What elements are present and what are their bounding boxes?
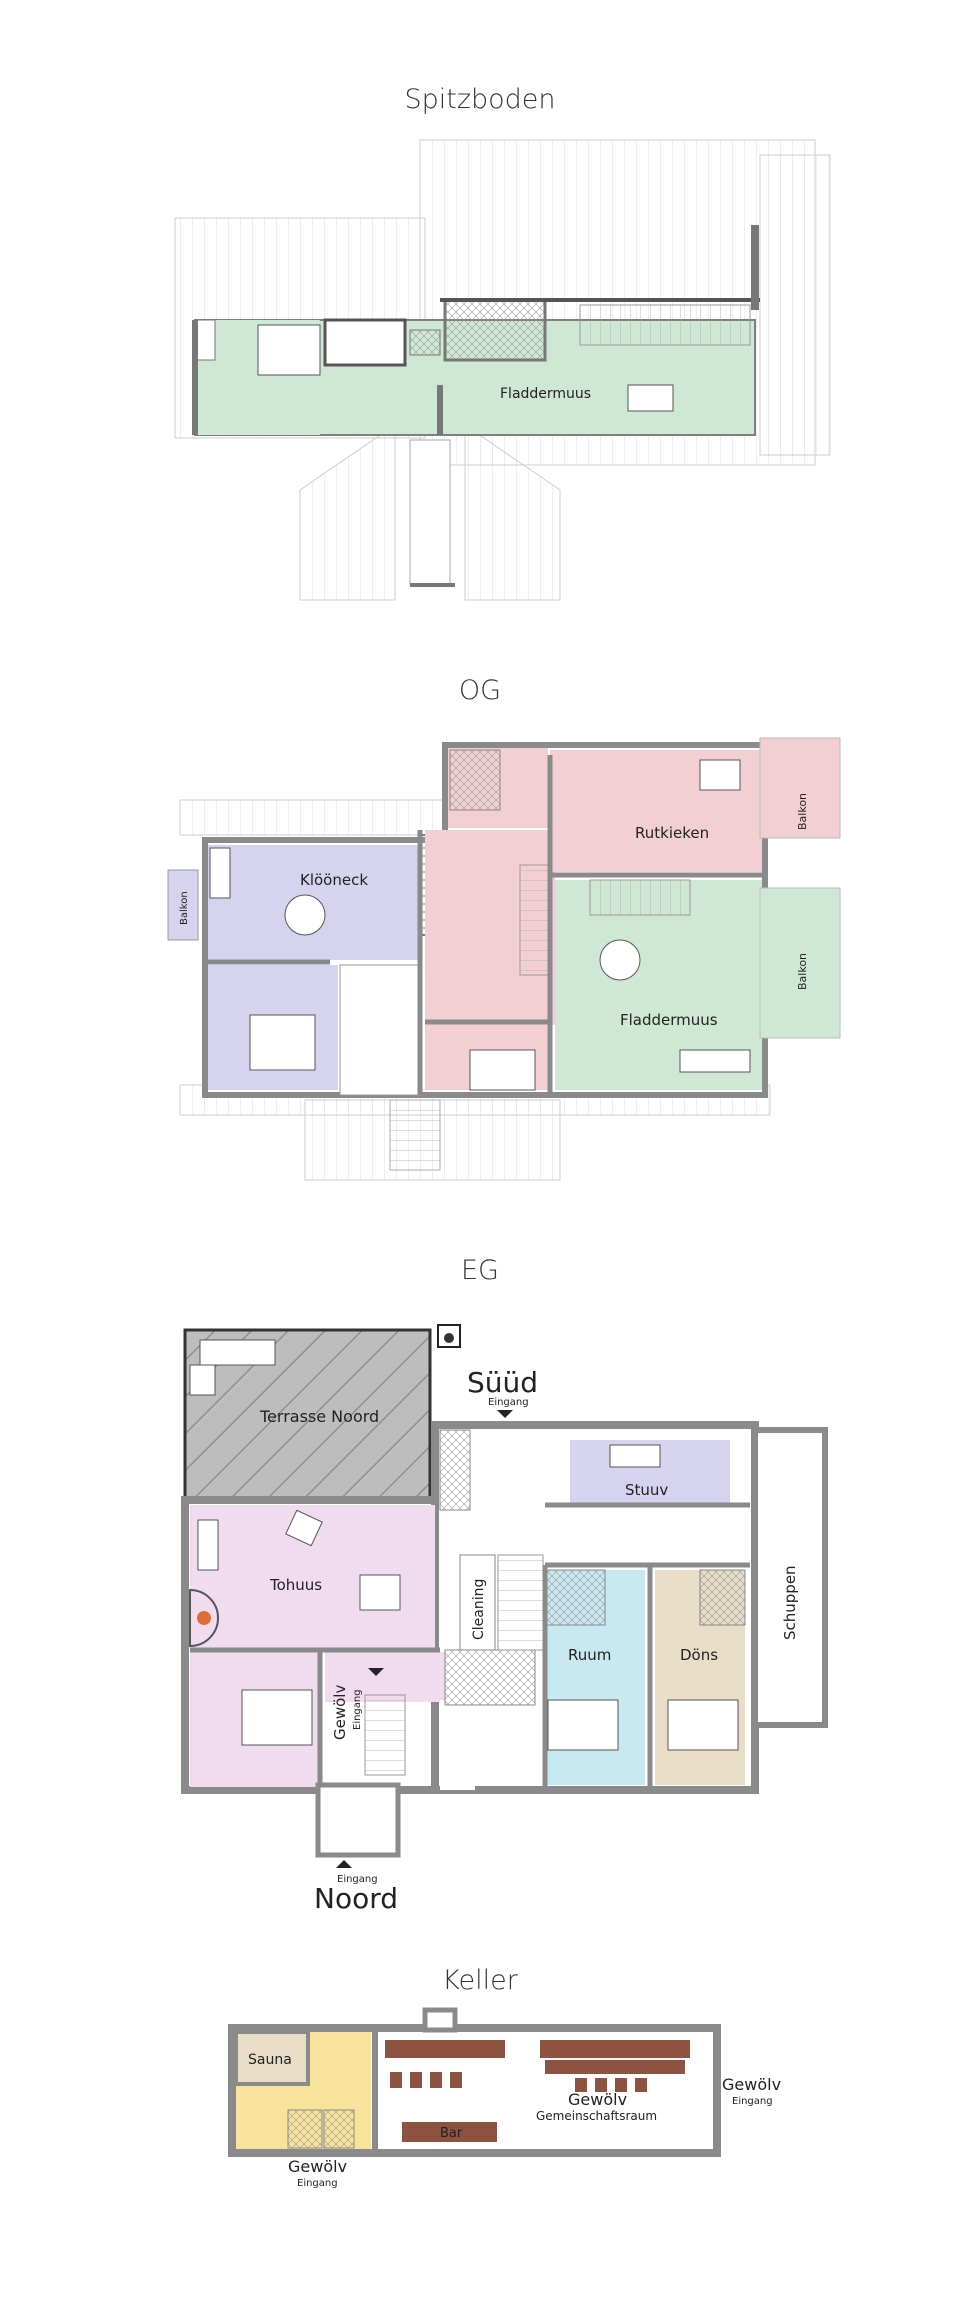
schuppen-label: Schuppen: [781, 1565, 799, 1640]
sofa-icon: [197, 1519, 219, 1571]
bench-2: [540, 2040, 690, 2058]
bed-icon: [241, 1689, 313, 1746]
gewolv-eg-eingang-label: Eingang: [352, 1689, 363, 1730]
bench-1: [385, 2040, 505, 2058]
ruum-label: Ruum: [568, 1646, 611, 1664]
eg-plan: Terrasse Noord Süüd Eingang: [181, 1324, 828, 1915]
bar-label: Bar: [440, 2126, 463, 2141]
og-title: OG: [458, 675, 502, 706]
table-icon: [359, 1574, 401, 1611]
klooneck-label: Klööneck: [300, 871, 368, 889]
eg-title: EG: [461, 1255, 499, 1286]
bar-counter: [402, 2122, 497, 2142]
sofa-icon: [209, 847, 231, 899]
cleaning-room: [459, 1554, 496, 1651]
bed-icon: [257, 324, 321, 376]
sofa-icon: [679, 1049, 751, 1073]
gemeinschaftsraum-label: Gemeinschaftsraum: [536, 2109, 657, 2123]
spitzboden-title: Spitzboden: [404, 84, 556, 115]
terrasse-label: Terrasse Noord: [259, 1407, 379, 1426]
gewolv-east-eingang-label: Eingang: [732, 2096, 773, 2107]
bed-icon: [547, 1699, 619, 1751]
gewolv-keller-label: Gewölv: [568, 2090, 627, 2109]
sauna-label: Sauna: [248, 2052, 292, 2068]
fireplace-icon: [197, 1611, 211, 1625]
gewolv-eg-label: Gewölv: [331, 1685, 349, 1740]
stuuv-label: Stuuv: [625, 1481, 668, 1499]
keller-plan: Sauna Bar Gewölv Gemeinschaftsraum Gewöl…: [228, 2007, 781, 2189]
balkon-label-3: Balkon: [179, 891, 190, 925]
table-icon: [627, 384, 674, 412]
fladdermuus-og-label: Fladdermuus: [620, 1011, 718, 1029]
og-plan: Klööneck Rutkieken Fladdermuus Balkon Ba…: [167, 737, 841, 1181]
gewolv-east-label: Gewölv: [722, 2075, 781, 2094]
noord-eingang-label: Eingang: [337, 1874, 378, 1885]
spitzboden-plan: Fladdermuus: [174, 139, 831, 601]
cleaning-label: Cleaning: [471, 1579, 487, 1640]
gewolv-south-eingang-label: Eingang: [297, 2178, 338, 2189]
dons-label: Döns: [680, 1646, 718, 1664]
bed-icon: [469, 1049, 536, 1091]
sofa-icon: [609, 1444, 661, 1468]
table-icon: [699, 759, 741, 791]
entrance-arrow-south: [497, 1410, 513, 1418]
noord-label: Noord: [314, 1882, 398, 1915]
keller-title: Keller: [442, 1965, 518, 1996]
bed-icon: [667, 1699, 739, 1751]
armchair-icon: [285, 1509, 323, 1547]
sofa-icon: [199, 1339, 276, 1366]
suud-eingang-label: Eingang: [488, 1397, 529, 1408]
balkon-west: [167, 869, 199, 941]
balkon-east-upper: [759, 737, 841, 839]
table-icon: [284, 894, 326, 936]
rutkieken-label: Rutkieken: [635, 824, 709, 842]
sauna-room: [234, 2030, 310, 2086]
balkon-east-lower: [759, 887, 841, 1039]
table-icon: [599, 939, 641, 981]
suud-label: Süüd: [467, 1366, 538, 1399]
bed-icon: [249, 1014, 316, 1071]
entrance-arrow-north: [336, 1860, 352, 1868]
balkon-label-2: Balkon: [796, 953, 809, 990]
fladdermuus-label: Fladdermuus: [500, 386, 591, 402]
tohuus-label: Tohuus: [269, 1576, 322, 1594]
gewolv-south-label: Gewölv: [288, 2157, 347, 2176]
schuppen-room: [752, 1427, 828, 1728]
balkon-label-1: Balkon: [796, 793, 809, 830]
